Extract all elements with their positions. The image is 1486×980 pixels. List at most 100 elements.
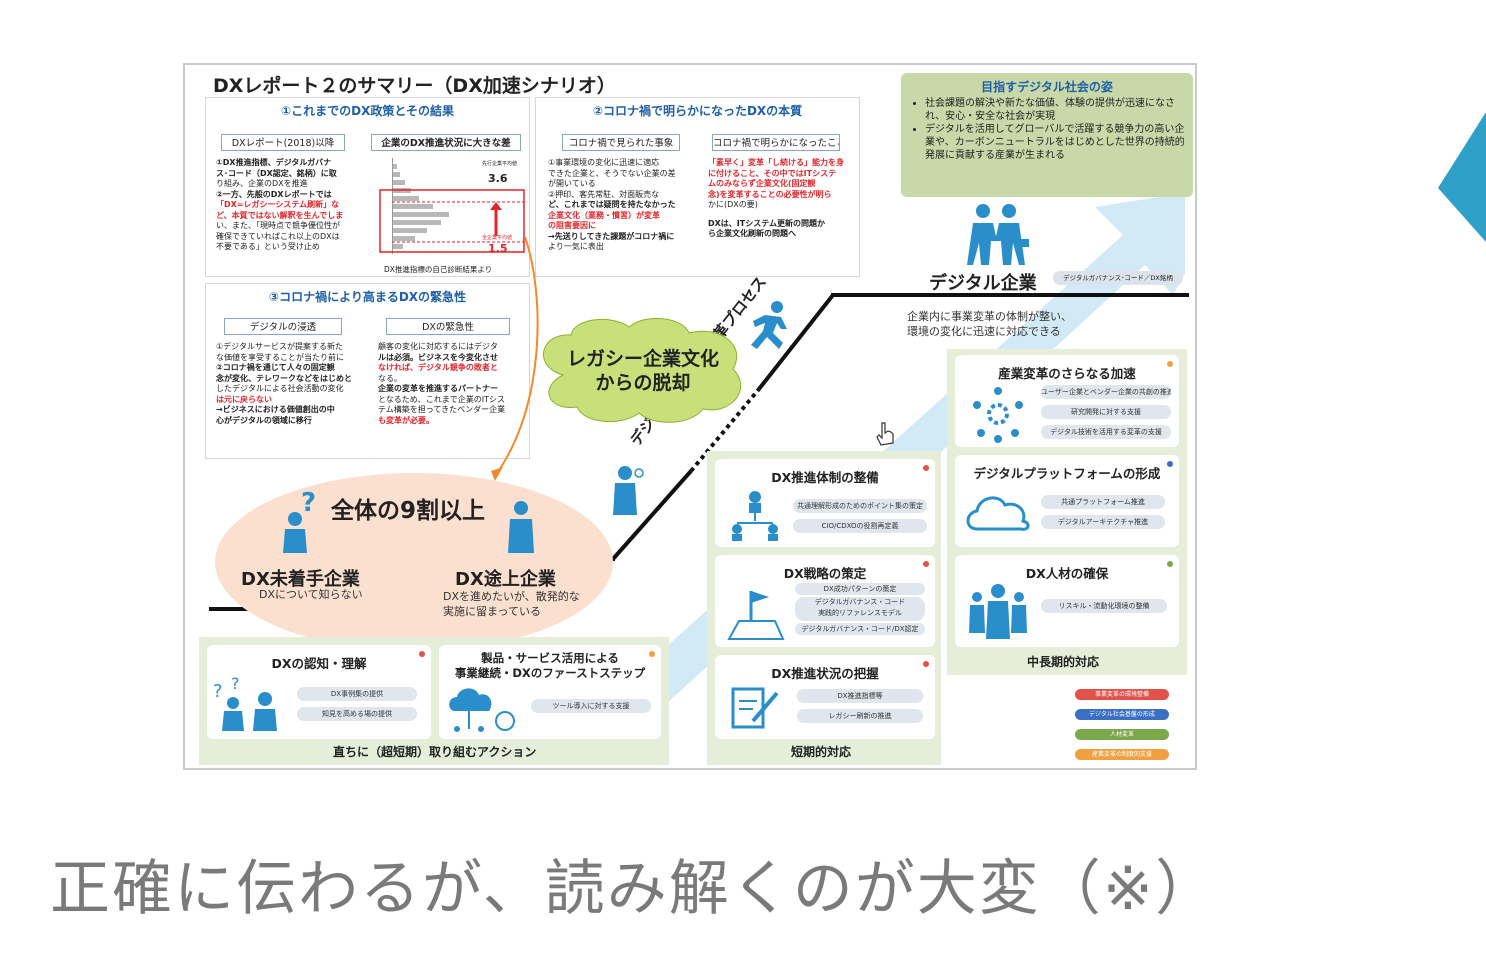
- body-line: 念が変化、テレワークなどをはじめと: [216, 373, 352, 383]
- tag-corona-events: コロナ禍で見られた事象: [562, 134, 680, 151]
- category-dot: [923, 465, 929, 471]
- legend-item: デジタル社会基盤の形成: [1075, 709, 1169, 720]
- body-line: ②一方、先般のDXレポートでは: [216, 189, 332, 199]
- dx-midway-desc: DXを進めたいが、散発的な 実施に留まっている: [443, 589, 580, 619]
- pill-reskill: リスキル・流動化環境の整備: [1041, 599, 1167, 613]
- pill-common-understanding: 共通理解形成のためのポイント集の策定: [793, 499, 927, 513]
- body-line: 「DX=レガシーシステム刷新」な: [216, 200, 340, 209]
- panel2-left-body: ①事業環境の変化に迅速に適応 できた企業と、そうでない企業の差 が開いている ②…: [548, 158, 698, 276]
- desc-line: 環境の変化に迅速に対応できる: [907, 325, 1061, 338]
- pill-legacy-renewal: レガシー刷新の推進: [797, 709, 923, 723]
- body-line: かに(DXの要): [708, 200, 758, 209]
- svg-text:?: ?: [301, 489, 316, 518]
- pill-success-patterns: DX成功パターンの策定: [795, 583, 925, 595]
- legacy-bubble-text: レガシー企業文化 からの脱却: [553, 347, 733, 395]
- decorative-triangle: [1438, 112, 1486, 242]
- body-line: 不要である」という受け止め: [216, 242, 320, 251]
- panel-title: ①これまでのDX政策とその結果: [280, 104, 454, 118]
- legend-item: 事業変革の環境整備: [1075, 689, 1169, 700]
- body-line: に付けること、その中ではITシステ: [708, 168, 837, 178]
- category-dot: [1167, 561, 1173, 567]
- person-icon: [508, 501, 534, 553]
- stair-digital: [831, 293, 1189, 297]
- body-line: ら企業文化刷新の問題へ: [708, 229, 796, 238]
- card-title: 製品・サービス活用による 事業継続・DXのファーストステップ: [439, 651, 661, 681]
- body-line: ②押印、客先常駐、対面販売な: [548, 189, 660, 199]
- card-dx-awareness: DXの認知・理解 ? ? DX事例集の提供 知見を高める場の提供: [207, 645, 431, 739]
- panel3-right-body: 顧客の変化に対応するにはデジタ ルは必須。ビジネスを今変化させ なければ、デジタ…: [378, 342, 526, 458]
- title-line: 製品・サービス活用による: [481, 651, 619, 665]
- category-dot: [1167, 461, 1173, 467]
- category-dot: [419, 651, 425, 657]
- people-gear-icon: [973, 387, 1023, 443]
- digital-company-tag: デジタルガバナンス･コード／DX銘柄: [1053, 271, 1183, 285]
- legend-item: 産業変革の制度的支援: [1075, 749, 1169, 760]
- handshake-icon: [967, 204, 1029, 265]
- tag-digital-penetration: デジタルの浸透: [224, 318, 342, 335]
- map-flag-icon: [727, 591, 785, 640]
- majority-oval: [215, 473, 613, 651]
- body-line: の阻害要因に: [548, 221, 596, 230]
- card-dx-status: DX推進状況の把握 DX推進指標等 レガシー刷新の推進: [715, 655, 935, 739]
- body-line: なる。: [378, 373, 402, 383]
- tag-dx-report-2018: DXレポート(2018)以降: [221, 134, 345, 151]
- body-line: い、また、「現時点で競争優位性が: [216, 221, 340, 230]
- card-title: 産業変革のさらなる加速: [998, 366, 1136, 381]
- category-dot: [923, 561, 929, 567]
- section-mid-long-label: 中長期的対応: [1027, 655, 1100, 669]
- desc-line: 実施に留まっている: [443, 605, 542, 618]
- card-title: DX戦略の策定: [783, 566, 867, 581]
- card-dx-strategy: DX戦略の策定 DX成功パターンの策定 デジタルガバナンス・コード 実践的リファ…: [715, 555, 935, 647]
- body-line: テム構築を担ってきたベンダー企業: [378, 405, 506, 414]
- body-line: ①DX推進指標、デジタルガバナ: [216, 158, 332, 167]
- digital-company-label: デジタル企業: [929, 273, 1037, 294]
- body-line: ②コロナ禍を通じて人々の固定観: [216, 363, 335, 372]
- slide-title: DXレポート２のサマリー（DX加速シナリオ）: [213, 75, 616, 97]
- title-line: 事業継続・DXのファーストステップ: [454, 666, 646, 680]
- confused-person-icon: ?: [283, 489, 316, 553]
- desc-line: DXを進めたいが、散発的な: [443, 590, 580, 603]
- pill-dx-index: DX推進指標等: [797, 689, 923, 703]
- card-title: DX人材の確保: [1025, 566, 1109, 581]
- legacy-bubble: [543, 317, 742, 423]
- body-line: 確保できていればこれ以上のDXは: [216, 231, 340, 241]
- pill-co-creation: ユーザー企業とベンダー企業の共創の推進: [1041, 385, 1171, 399]
- section-short-term-label: 短期的対応: [791, 745, 852, 759]
- body-line: 心がデジタルの領域に移行: [216, 415, 312, 425]
- panel1-body: ①DX推進指標、デジタルガバナ ス･コード（DX認定、銘柄）に取 り組み、企業の…: [216, 158, 376, 276]
- body-line: 企業の変革を推進するパートナー: [378, 384, 498, 393]
- desc-line: 企業内に事業変革の体制が整い、: [907, 310, 1072, 323]
- document-pen-icon: [731, 687, 779, 729]
- pill-governance-code: デジタルガバナンス・コード 実践的リファレンスモデル: [795, 597, 925, 621]
- body-line: したデジタルによる社会活動の変化: [216, 384, 344, 393]
- body-line: →先送りしてきた課題がコロナ禍に: [548, 231, 675, 241]
- card-title: DX推進状況の把握: [771, 666, 879, 681]
- pill-dx-certification: デジタルガバナンス・コード/DX認定: [795, 623, 925, 635]
- chart-bottom-note: 全企業平均値: [482, 235, 513, 241]
- dx-midway-label: DX途上企業: [455, 569, 556, 590]
- card-title: デジタルプラットフォームの形成: [973, 466, 1161, 481]
- group-people-icon: [969, 584, 1027, 639]
- card-first-step: 製品・サービス活用による 事業継続・DXのファーストステップ ツール導入に対する…: [439, 645, 661, 739]
- card-title: DX推進体制の整備: [771, 470, 879, 485]
- body-line: できた企業と、そうでない企業の差: [548, 168, 676, 178]
- running-person-icon: [751, 301, 787, 349]
- orange-connector-arrow: [491, 236, 539, 481]
- bubble-line: レガシー企業文化: [566, 348, 719, 370]
- panel-title: ③コロナ禍により高まるDXの緊急性: [268, 290, 467, 304]
- body-line: [708, 211, 856, 219]
- organization-icon: [732, 491, 778, 541]
- pill-line: 実践的リファレンスモデル: [818, 609, 902, 617]
- body-line: 念)を変革することの必要性が明ら: [708, 189, 832, 199]
- body-line: DXは、ITシステム更新の問題か: [708, 218, 826, 228]
- body-line: →ビジネスにおける価値創出の中: [216, 405, 335, 414]
- dx-not-started-label: DX未着手企業: [241, 569, 360, 590]
- body-line: も変革が必要。: [378, 415, 434, 425]
- goal-bullet: デジタルを活用してグローバルで活躍する競争力の高い企業や、カーボンニュートラルを…: [925, 123, 1187, 162]
- svg-text:?: ?: [231, 675, 240, 693]
- majority-text: 全体の9割以上: [331, 498, 486, 524]
- body-line: ど、これまでは疑問を持たなかった: [548, 200, 676, 209]
- panel3-left-body: ①デジタルサービスが提案する新た な価値を享受することが当たり前に ②コロナ禍を…: [216, 342, 372, 458]
- bottom-caption: 正確に伝わるが、読み解くのが大変（※）: [50, 854, 1218, 924]
- chart-bottom-value: 1.5: [488, 242, 508, 255]
